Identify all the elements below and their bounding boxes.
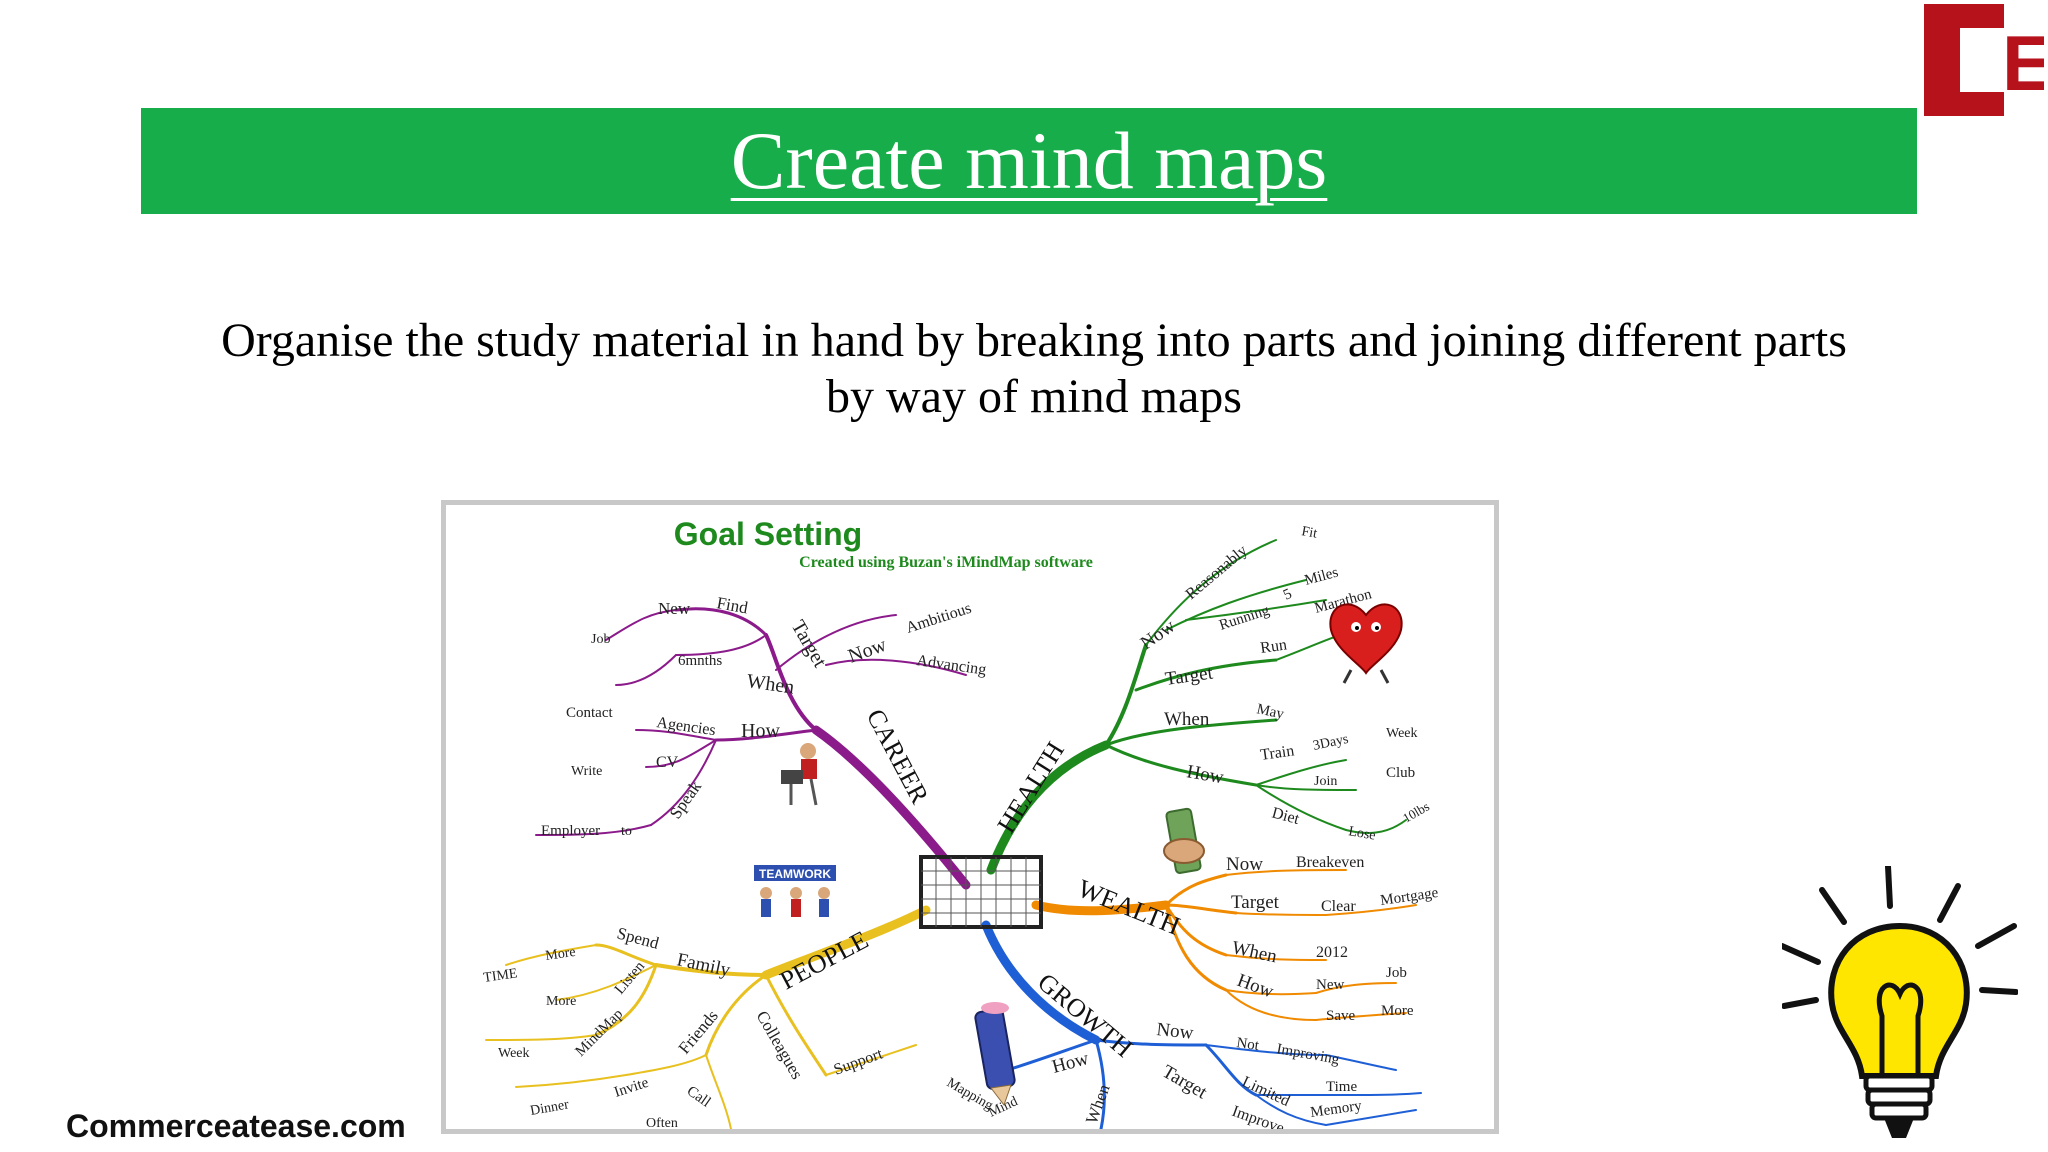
- career-label: to: [621, 824, 632, 839]
- money-hand-icon: [1163, 807, 1205, 874]
- people-label: Often: [646, 1116, 678, 1129]
- health-label: 5: [1281, 586, 1295, 604]
- pencil-icon: [974, 1002, 1016, 1107]
- wealth-label: Now: [1226, 854, 1263, 875]
- people-label: Call: [684, 1083, 714, 1110]
- page-title: Create mind maps: [730, 115, 1328, 206]
- career-branch-label: CAREER: [861, 704, 935, 809]
- people-label: More: [544, 945, 576, 964]
- health-label: Miles: [1303, 565, 1340, 589]
- wealth-label: Breakeven: [1296, 854, 1364, 871]
- people-branch-label: PEOPLE: [775, 925, 873, 995]
- people-label: Spend: [615, 924, 661, 953]
- career-label: Ambitious: [904, 600, 974, 637]
- health-label: Fit: [1300, 524, 1318, 541]
- career-label: When: [745, 670, 795, 698]
- health-label: Run: [1259, 636, 1288, 657]
- career-label: New: [658, 599, 691, 618]
- health-label: Reasonably: [1183, 542, 1251, 603]
- wealth-label: How: [1234, 970, 1276, 1002]
- brand-logo: E: [1924, 4, 2048, 116]
- health-label: Running: [1217, 602, 1272, 633]
- people-label: Colleagues: [753, 1008, 807, 1083]
- health-label: May: [1255, 701, 1286, 722]
- wealth-label: New: [1316, 977, 1344, 993]
- career-label: Target: [787, 617, 831, 672]
- people-label: Week: [498, 1046, 530, 1061]
- career-label: Find: [715, 593, 749, 617]
- svg-text:E: E: [2002, 19, 2044, 107]
- slide-body-text: Organise the study material in hand by b…: [120, 313, 1948, 425]
- person-at-desk-icon: [781, 743, 818, 806]
- growth-label: Limited: [1239, 1073, 1292, 1110]
- growth-label: Now: [1155, 1019, 1194, 1044]
- people-branch: [485, 905, 931, 1129]
- health-label: 3Days: [1312, 732, 1350, 754]
- teamwork-banner-text: TEAMWORK: [759, 867, 831, 881]
- wealth-label: Save: [1326, 1008, 1356, 1024]
- people-label: MindMap: [573, 1006, 627, 1060]
- people-label: More: [546, 994, 576, 1009]
- health-label: Train: [1259, 742, 1295, 764]
- growth-label: Improve: [1230, 1103, 1287, 1129]
- career-label: 6mnths: [678, 653, 722, 669]
- people-label: Family: [675, 949, 733, 981]
- footer-website: Commerceatease.com: [66, 1108, 406, 1144]
- health-label: Club: [1386, 765, 1415, 781]
- growth-label: Improving: [1275, 1041, 1341, 1068]
- light-bulb-icon: [1779, 863, 2019, 1146]
- career-label: Now: [845, 634, 890, 668]
- wealth-label: 2012: [1316, 944, 1348, 961]
- health-label: How: [1185, 761, 1225, 788]
- wealth-branch: [1031, 869, 1417, 1021]
- mind-map-image: Goal Setting Created using Buzan's iMind…: [441, 500, 1499, 1134]
- growth-label: Time: [1326, 1079, 1357, 1095]
- career-label: Speak: [666, 777, 706, 822]
- growth-label: When: [1082, 1081, 1114, 1126]
- title-banner: Create mind maps: [141, 108, 1917, 214]
- career-label: Write: [571, 764, 602, 779]
- wealth-label: Target: [1231, 892, 1280, 913]
- people-label: Dinner: [529, 1097, 570, 1119]
- growth-label: Target: [1159, 1061, 1212, 1104]
- people-label: Invite: [612, 1075, 651, 1101]
- health-label: Week: [1386, 726, 1418, 741]
- health-label: 10lbs: [1400, 799, 1432, 826]
- health-branch-label: HEALTH: [991, 736, 1070, 838]
- career-branch: [535, 607, 971, 890]
- wealth-label: Job: [1386, 965, 1407, 981]
- growth-label: Not: [1235, 1035, 1260, 1054]
- wealth-label: When: [1230, 937, 1279, 967]
- goal-net-icon: [919, 855, 1043, 929]
- health-label: Join: [1314, 774, 1337, 789]
- career-label: CV: [656, 754, 679, 771]
- health-label: Lose: [1347, 824, 1376, 843]
- mindmap-subtitle: Created using Buzan's iMindMap software: [799, 554, 1093, 571]
- health-label: Target: [1164, 662, 1215, 690]
- people-label: TIME: [482, 966, 518, 986]
- mindmap-title: Goal Setting: [674, 516, 862, 552]
- career-label: How: [741, 720, 780, 742]
- growth-label: Memory: [1309, 1098, 1363, 1121]
- wealth-label: More: [1381, 1003, 1414, 1019]
- health-label: When: [1164, 709, 1210, 730]
- career-label: Job: [591, 632, 610, 647]
- teamwork-icon: TEAMWORK: [754, 865, 836, 917]
- career-label: Contact: [566, 705, 613, 721]
- body-line-1: Organise the study material in hand by b…: [221, 314, 1847, 367]
- career-label: Employer: [541, 823, 600, 839]
- heart-mascot-icon: [1329, 603, 1403, 684]
- career-label: Advancing: [915, 652, 987, 679]
- body-line-2: by way of mind maps: [826, 370, 1242, 423]
- wealth-label: Clear: [1321, 898, 1356, 915]
- people-label: Support: [832, 1045, 886, 1078]
- health-label: Diet: [1270, 804, 1302, 828]
